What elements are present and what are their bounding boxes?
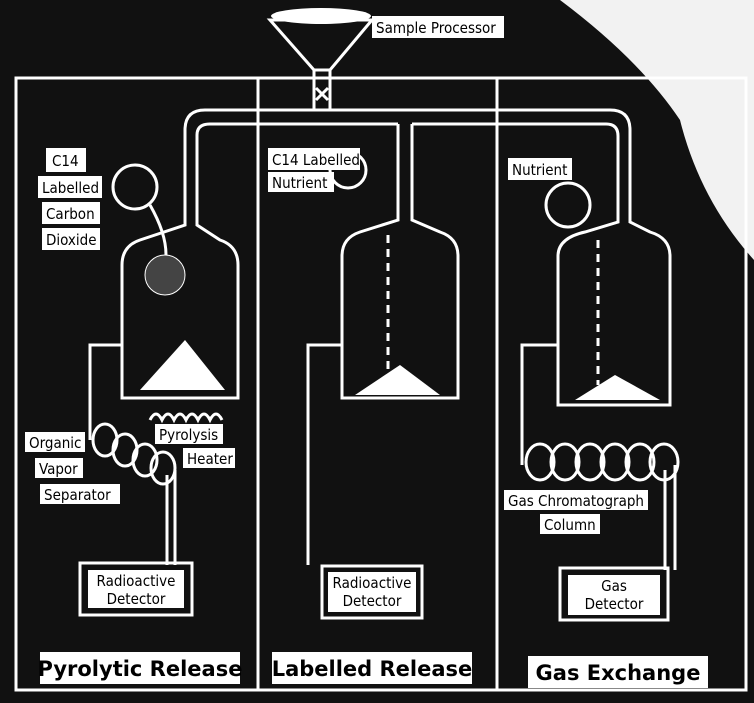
- panel2-title: Labelled Release: [272, 652, 473, 684]
- sample-processor-funnel: [266, 8, 376, 112]
- svg-text:Labelled: Labelled: [42, 179, 99, 197]
- svg-text:Organic: Organic: [29, 434, 81, 452]
- svg-text:C14 Labelled: C14 Labelled: [272, 151, 360, 169]
- svg-text:Detector: Detector: [107, 590, 166, 608]
- gas-chromatograph-coil: [524, 442, 680, 482]
- outer-frame: [14, 76, 748, 692]
- svg-text:Detector: Detector: [343, 592, 402, 610]
- svg-text:C14: C14: [52, 152, 79, 170]
- c14-nutrient-label: C14 Labelled Nutrient: [268, 148, 360, 192]
- svg-text:Gas Exchange: Gas Exchange: [536, 661, 701, 685]
- svg-text:Radioactive: Radioactive: [333, 574, 412, 592]
- pyrolysis-heater-label: Pyrolysis Heater: [155, 424, 235, 468]
- branch-pipe: [396, 124, 414, 185]
- svg-text:Vapor: Vapor: [39, 460, 78, 478]
- organic-vapor-separator-label: Organic Vapor Separator: [25, 432, 120, 504]
- svg-text:Separator: Separator: [44, 486, 111, 504]
- svg-text:Gas Chromatograph: Gas Chromatograph: [508, 492, 644, 510]
- panel2-radioactive-detector: Radioactive Detector: [320, 564, 424, 620]
- svg-text:Dioxide: Dioxide: [46, 231, 97, 249]
- svg-text:Pyrolytic Release: Pyrolytic Release: [38, 657, 243, 681]
- c14-co2-label: C14 Labelled Carbon Dioxide: [38, 148, 102, 250]
- panel3-tubing: [520, 343, 677, 570]
- svg-text:Radioactive: Radioactive: [97, 572, 176, 590]
- gas-exchange-chamber: [544, 181, 672, 407]
- panel1-title: Pyrolytic Release: [38, 652, 243, 684]
- pyrolysis-heater-coil: [148, 412, 224, 424]
- panel1-radioactive-detector: Radioactive Detector: [78, 561, 194, 617]
- panel3-title: Gas Exchange: [528, 656, 708, 688]
- svg-text:Nutrient: Nutrient: [272, 174, 327, 192]
- gas-chromatograph-label: Gas Chromatograph Column: [504, 490, 648, 534]
- svg-text:Gas: Gas: [601, 577, 627, 595]
- sample-processor-label: Sample Processor: [372, 16, 504, 38]
- panel1-tubing: [88, 343, 177, 565]
- svg-text:Column: Column: [544, 516, 596, 534]
- svg-text:Pyrolysis: Pyrolysis: [159, 426, 218, 444]
- sample-processor-text: Sample Processor: [376, 19, 496, 37]
- nutrient-label: Nutrient: [508, 158, 572, 180]
- organic-vapor-separator-coil: [91, 422, 177, 486]
- svg-text:Carbon: Carbon: [46, 205, 95, 223]
- gas-detector: Gas Detector: [558, 566, 670, 622]
- distribution-pipe-outer: [183, 108, 632, 195]
- distribution-pipe-inner: [195, 122, 620, 195]
- panel2-tubing: [306, 343, 342, 565]
- svg-text:Labelled Release: Labelled Release: [272, 657, 473, 681]
- svg-text:Nutrient: Nutrient: [512, 161, 567, 179]
- svg-text:Detector: Detector: [585, 595, 644, 613]
- light-patch: [560, 0, 754, 260]
- svg-text:Heater: Heater: [187, 450, 233, 468]
- pyrolytic-chamber: [111, 163, 240, 400]
